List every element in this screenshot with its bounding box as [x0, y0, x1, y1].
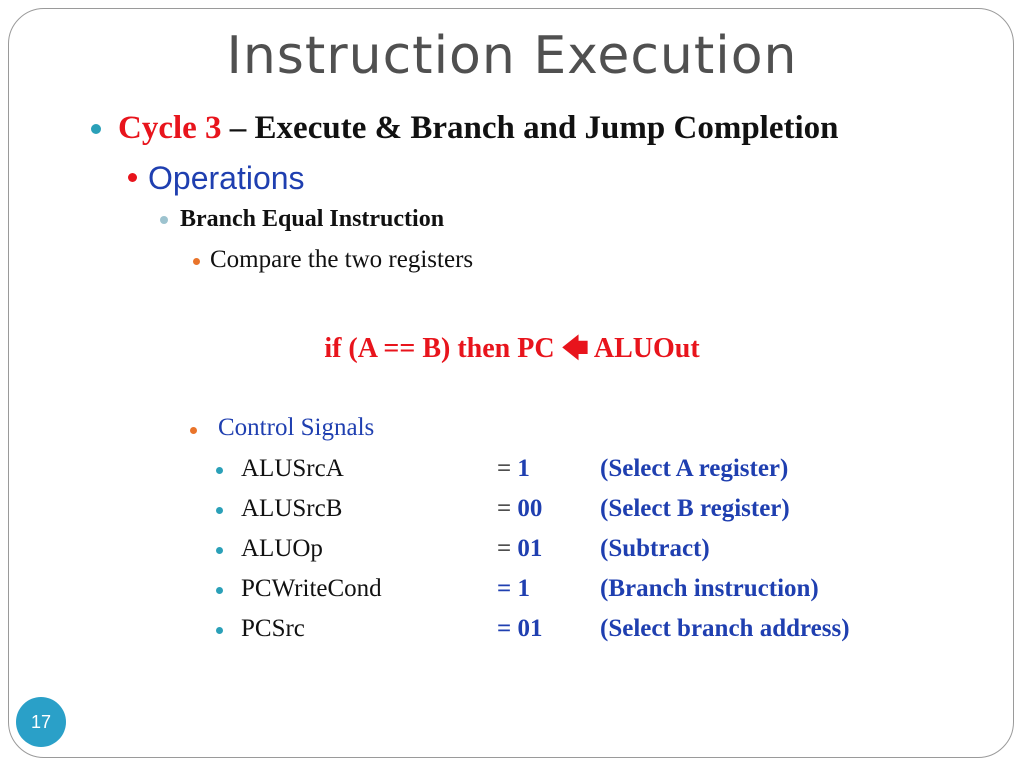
signal-assignment: = 1: [497, 575, 530, 603]
bullet-dot-icon: [160, 216, 168, 224]
bullet-dot-icon: [91, 124, 101, 134]
signal-name: ALUSrcB: [241, 495, 343, 522]
signal-row: ALUSrcB = 00 (Select B register): [0, 495, 1024, 535]
branch-equal-heading: Branch Equal Instruction: [180, 206, 445, 232]
slide-frame: [8, 8, 1014, 758]
signal-equals: =: [497, 575, 518, 602]
cycle-heading: Cycle 3 – Execute & Branch and Jump Comp…: [118, 110, 839, 147]
signal-value: 01: [517, 615, 543, 642]
signal-equals: =: [497, 535, 518, 562]
formula-target: ALUOut: [588, 333, 700, 364]
signal-assignment: = 00: [497, 495, 542, 523]
signal-row: ALUOp = 01 (Subtract): [0, 535, 1024, 575]
control-signals-heading: Control Signals: [218, 414, 375, 441]
bullet-dot-icon: [216, 587, 223, 594]
cycle-label: Cycle 3: [118, 110, 222, 146]
bullet-dot-icon: [128, 173, 137, 182]
signal-row: ALUSrcA = 1 (Select A register): [0, 455, 1024, 495]
signal-name: ALUSrcA: [241, 455, 344, 482]
signal-description: (Subtract): [600, 535, 710, 562]
signal-assignment: = 01: [497, 615, 543, 643]
signal-equals: =: [497, 455, 518, 482]
signal-row: PCSrc = 01 (Select branch address): [0, 615, 1024, 655]
page-number-badge: 17: [16, 697, 66, 747]
signal-value: 01: [517, 535, 543, 562]
signal-row: PCWriteCond = 1 (Branch instruction): [0, 575, 1024, 615]
signal-value: 00: [517, 495, 543, 522]
bullet-dot-icon: [216, 507, 223, 514]
cycle-description: – Execute & Branch and Jump Completion: [221, 110, 839, 146]
signal-name: PCWriteCond: [241, 575, 382, 602]
operations-heading: Operations: [148, 160, 305, 196]
slide-title: Instruction Execution: [226, 26, 798, 86]
signal-description: (Select A register): [600, 455, 789, 482]
signal-value: 1: [517, 455, 530, 482]
compare-text: Compare the two registers: [210, 246, 474, 273]
bullet-dot-icon: [216, 627, 223, 634]
signal-description: (Branch instruction): [600, 575, 819, 602]
left-arrow-icon: 🡄: [561, 334, 589, 364]
formula-condition: if (A == B) then PC: [324, 333, 562, 364]
signal-equals: =: [497, 495, 518, 522]
signal-assignment: = 1: [497, 455, 530, 483]
bullet-dot-icon: [216, 547, 223, 554]
bullet-dot-icon: [216, 467, 223, 474]
signal-equals: =: [497, 615, 518, 642]
signal-description: (Select B register): [600, 495, 790, 522]
signal-description: (Select branch address): [600, 615, 850, 642]
branch-formula: if (A == B) then PC 🡄 ALUOut: [0, 330, 1024, 374]
signal-value: 1: [517, 575, 531, 602]
signal-name: PCSrc: [241, 615, 305, 642]
bullet-dot-icon: [193, 258, 200, 265]
bullet-dot-icon: [190, 427, 197, 434]
signal-assignment: = 01: [497, 535, 542, 563]
signal-name: ALUOp: [241, 535, 323, 562]
